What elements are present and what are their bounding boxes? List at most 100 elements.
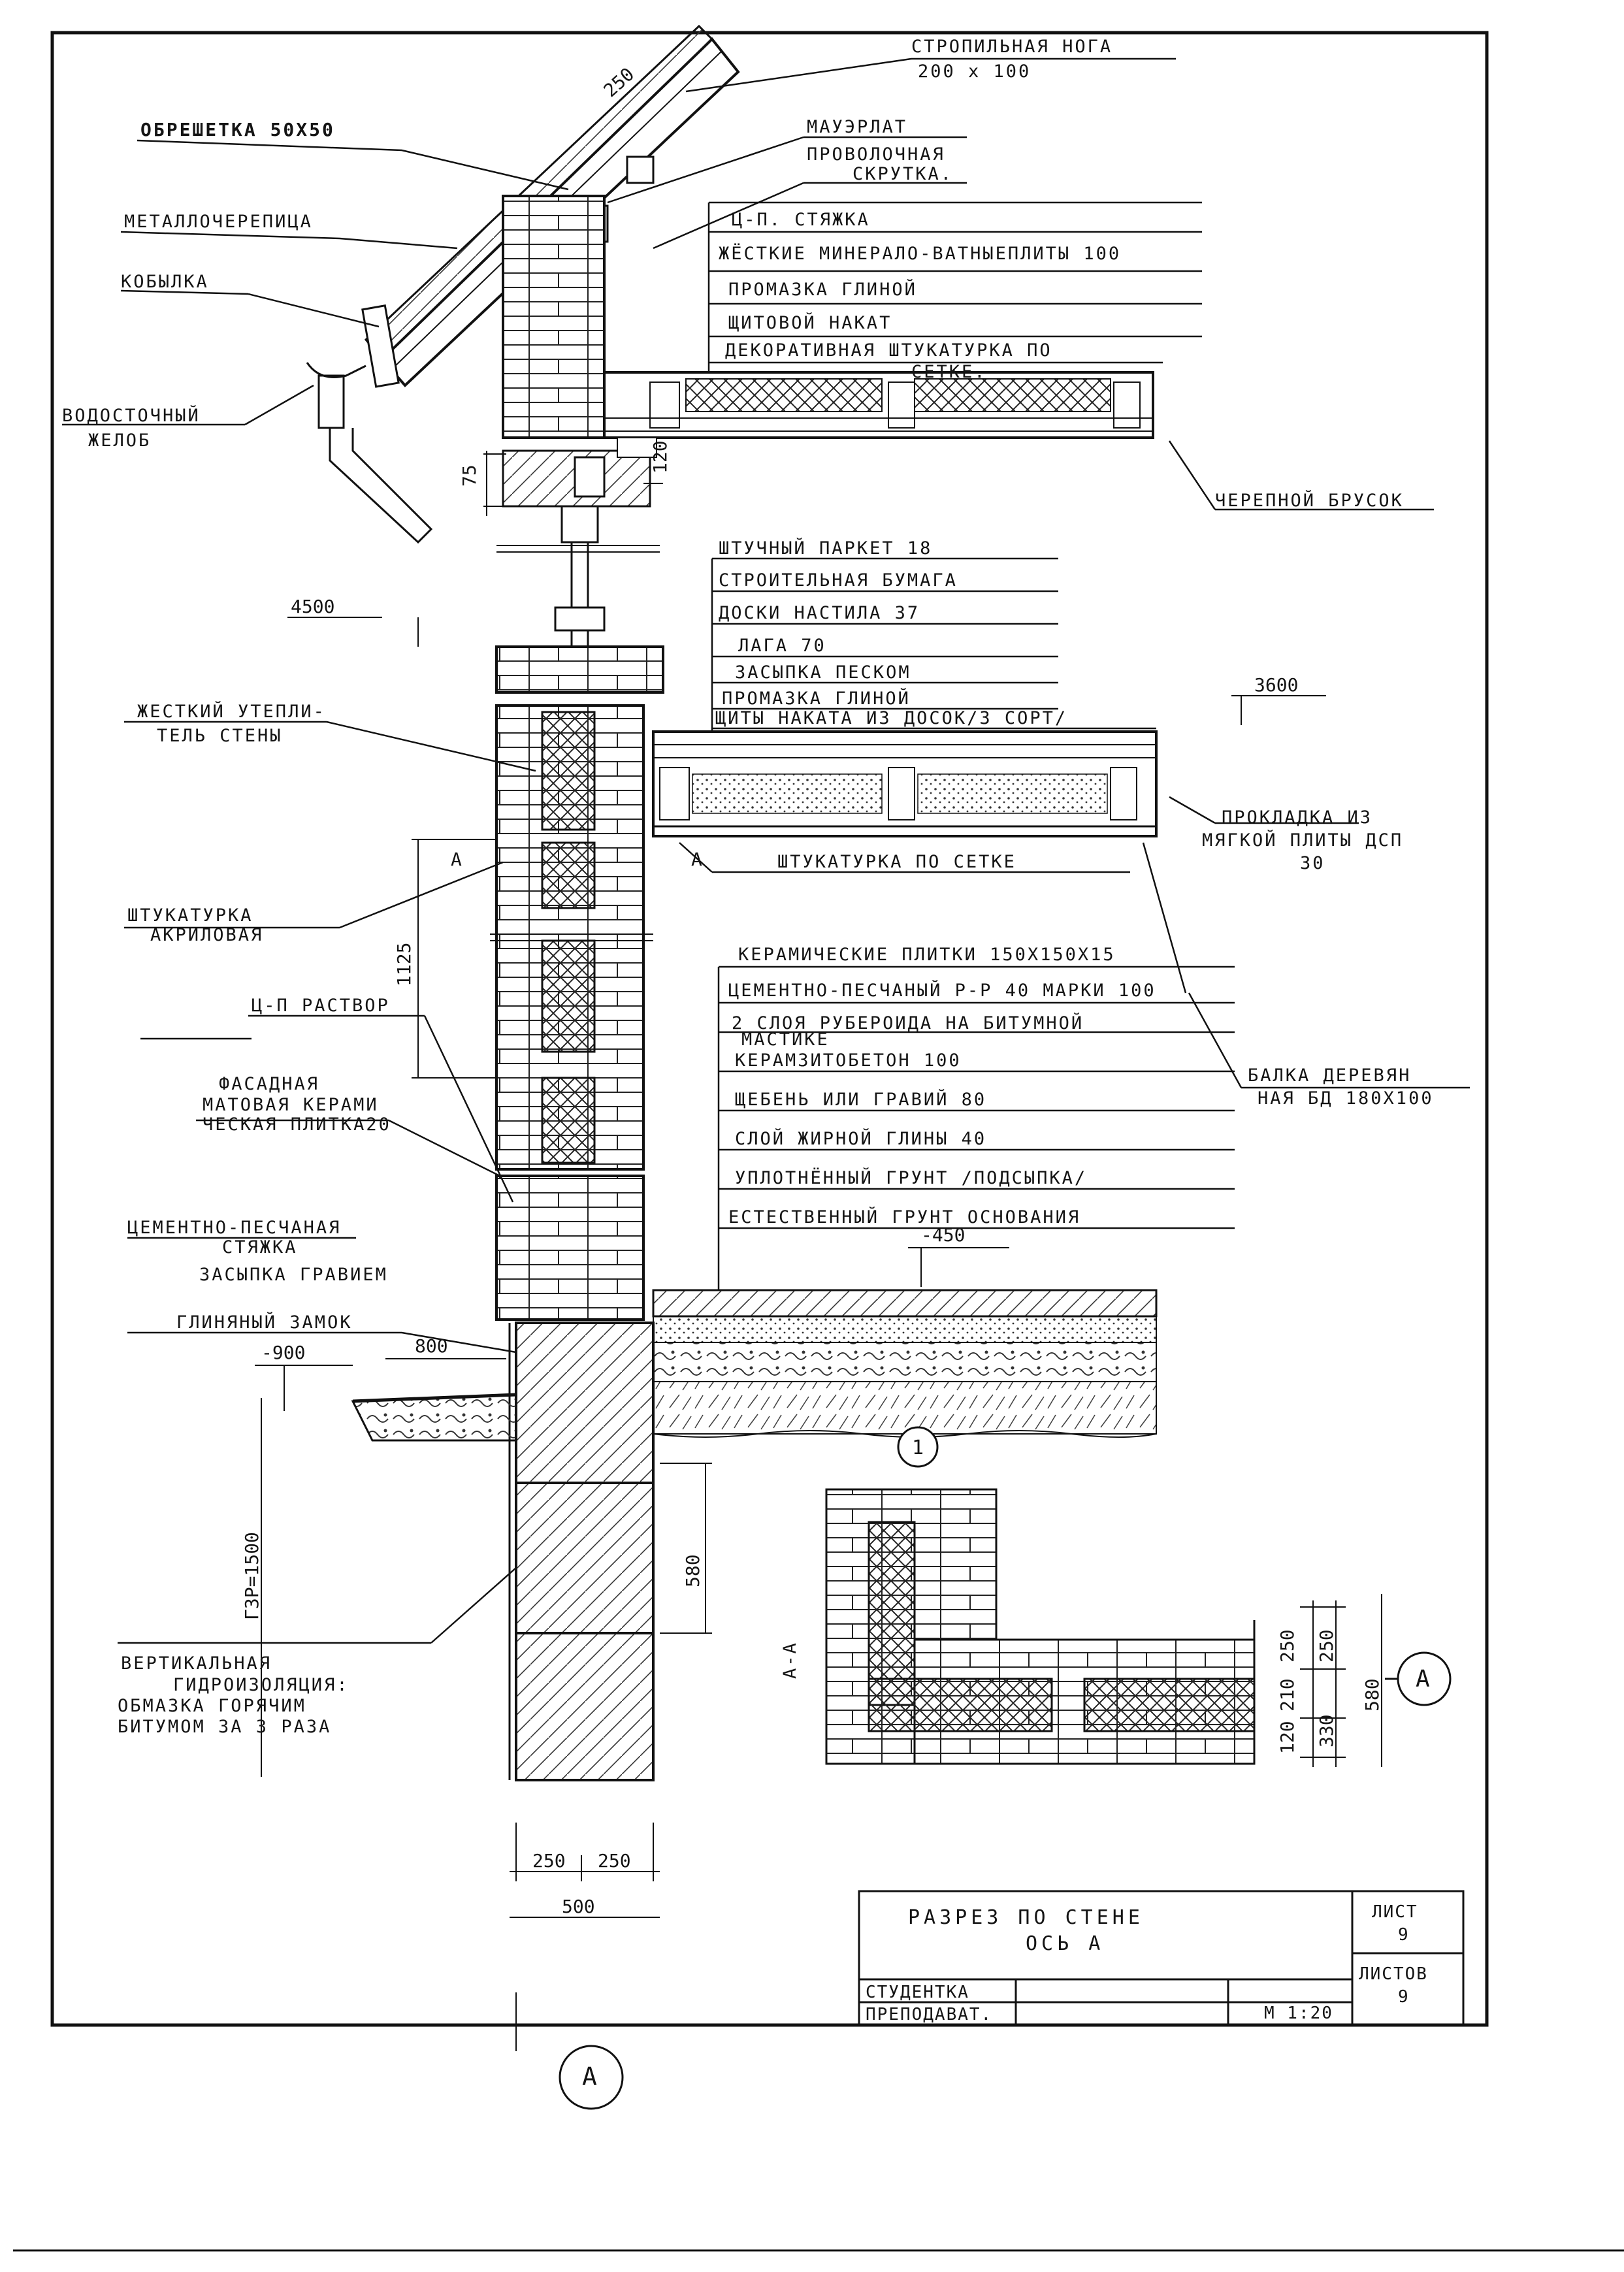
foundation — [351, 1322, 655, 1781]
intermediate-floor — [652, 730, 1158, 837]
floor-layer-2: СТРОИТЕЛЬНАЯ БУМАГА — [719, 570, 958, 591]
ground-layer-5: КЕРАМЗИТОБЕТОН 100 — [735, 1050, 962, 1071]
tb-sheets-value: 9 — [1398, 1987, 1410, 2007]
label-section-mark: А-А — [780, 1641, 800, 1679]
attic-floor — [603, 371, 1154, 458]
section-a-a-detail — [825, 1488, 1256, 1765]
tb-teacher: ПРЕПОДАВАТ. — [866, 2005, 992, 2024]
ground-layer-4: МАСТИКЕ — [741, 1030, 830, 1050]
tb-title-1: РАЗРЕЗ ПО СТЕНЕ — [908, 1906, 1144, 1929]
label-skrutka-2: СКРУТКА. — [853, 164, 953, 184]
label-facade-2: МАТОВАЯ КЕРАМИ — [203, 1095, 379, 1115]
section-cut-left: А — [451, 849, 462, 870]
floor-layer-4: ЛАГА 70 — [738, 636, 826, 656]
dimension-texts: 250 75 120 4500 3600 1125 -450 -900 800 … — [241, 63, 1383, 1917]
tb-sheets-label: ЛИСТОВ — [1359, 1964, 1428, 1984]
markers — [559, 1426, 1452, 2110]
label-cherepnoy: ЧЕРЕПНОЙ БРУСОК — [1215, 490, 1404, 511]
sec-dim-250-b: 250 — [1316, 1629, 1337, 1663]
brick-wall-upper — [496, 195, 660, 648]
label-glin-zamok: ГЛИНЯНЫЙ ЗАМОК — [176, 1312, 353, 1333]
tb-student: СТУДЕНТКА — [866, 1983, 969, 2002]
roof-layer-1: Ц-П. СТЯЖКА — [732, 210, 870, 230]
label-decor-plaster-1: ДЕКОРАТИВНАЯ ШТУКАТУРКА ПО — [725, 340, 1052, 361]
title-block — [858, 1890, 1465, 2026]
sec-dim-250-a: 250 — [1276, 1629, 1298, 1663]
sheet-frame — [13, 31, 1624, 2252]
label-kobylka: КОБЫЛКА — [121, 272, 209, 292]
section-cut-right: А — [691, 849, 702, 870]
label-decor-plaster-2: СЕТКЕ. — [911, 362, 987, 382]
sec-dim-330: 330 — [1316, 1714, 1337, 1747]
tb-scale: М 1:20 — [1264, 2004, 1333, 2023]
label-skrutka-1: ПРОВОЛОЧНАЯ — [807, 144, 945, 165]
wall-middle — [490, 645, 664, 1321]
label-metallocherepitsa: МЕТАЛЛОЧЕРЕПИЦА — [124, 212, 313, 232]
dim-250-b: 250 — [598, 1850, 631, 1872]
axis-marker-bottom — [559, 2045, 624, 2110]
elev-3600: 3600 — [1254, 674, 1298, 696]
label-vodostok-1: ВОДОСТОЧНЫЙ — [62, 405, 201, 426]
tb-title-2: ОСЬ А — [1026, 1932, 1104, 1955]
dim-gzp: ГЗР=1500 — [241, 1532, 263, 1620]
axis-marker-bottom-label: А — [582, 2062, 597, 2091]
label-vodostok-2: ЖЕЛОБ — [88, 430, 151, 451]
floor-layer-6: ПРОМАЗКА ГЛИНОЙ — [722, 688, 911, 709]
ground-layer-8: УПЛОТНЁННЫЙ ГРУНТ /ПОДСЫПКА/ — [735, 1167, 1087, 1188]
label-cp-styazhka-2: СТЯЖКА — [222, 1237, 298, 1258]
elev-m450: -450 — [921, 1224, 965, 1246]
label-plaster-acryl-2: АКРИЛОВАЯ — [150, 925, 263, 945]
label-stropilnaya-1: СТРОПИЛЬНАЯ НОГА — [911, 37, 1112, 57]
dim-75: 75 — [459, 464, 480, 487]
axis-marker-section-label: А — [1416, 1666, 1430, 1693]
label-plaster-acryl-1: ШТУКАТУРКА — [127, 905, 253, 926]
label-cp-rastvor: Ц-П РАСТВОР — [252, 996, 390, 1016]
dim-1125: 1125 — [393, 943, 415, 986]
ground-layer-1: КЕРАМИЧЕСКИЕ ПЛИТКИ 150Х150Х15 — [738, 945, 1116, 965]
ground-floor-slab — [652, 1289, 1158, 1438]
label-vert-hydro-4: БИТУМОМ ЗА 3 РАЗА — [118, 1717, 331, 1737]
label-insulation-2: ТЕЛЬ СТЕНЫ — [157, 726, 283, 746]
label-prokladka-1: ПРОКЛАДКА ИЗ — [1222, 807, 1372, 828]
dim-250-a: 250 — [532, 1850, 566, 1872]
label-vert-hydro-3: ОБМАЗКА ГОРЯЧИМ — [118, 1696, 306, 1716]
label-prokladka-3: 30 — [1300, 853, 1325, 873]
title-block-text: РАЗРЕЗ ПО СТЕНЕ ОСЬ А ЛИСТ 9 ЛИСТОВ 9 СТ… — [866, 1902, 1428, 2024]
text-labels: ОБРЕШЕТКА 50Х50 МЕТАЛЛОЧЕРЕПИЦА КОБЫЛКА … — [62, 37, 1434, 1737]
floor-layer-7: ЩИТЫ НАКАТА ИЗ ДОСОК/3 СОРТ/ — [715, 708, 1067, 728]
label-facade-1: ФАСАДНАЯ — [219, 1074, 319, 1094]
label-balka-1: БАЛКА ДЕРЕВЯН — [1248, 1065, 1411, 1086]
marker-texts: А А 1 — [582, 1436, 1430, 2091]
node-marker — [897, 1426, 939, 1468]
label-vert-hydro-1: ВЕРТИКАЛЬНАЯ — [121, 1653, 272, 1674]
floor-layer-5: ЗАСЫПКА ПЕСКОМ — [735, 662, 911, 683]
sec-dim-210: 210 — [1276, 1678, 1298, 1712]
dim-500: 500 — [562, 1896, 595, 1917]
ground-layer-9: ЕСТЕСТВЕННЫЙ ГРУНТ ОСНОВАНИЯ — [728, 1207, 1080, 1227]
dim-580: 580 — [682, 1554, 704, 1587]
floor-layer-3: ДОСКИ НАСТИЛА 37 — [719, 603, 920, 623]
roof-layer-3: ПРОМАЗКА ГЛИНОЙ — [728, 279, 917, 300]
dim-800: 800 — [415, 1335, 448, 1357]
label-facade-3: ЧЕСКАЯ ПЛИТКА20 — [203, 1114, 391, 1135]
label-cp-styazhka-1: ЦЕМЕНТНО-ПЕСЧАНАЯ — [127, 1218, 341, 1238]
label-obreshetka: ОБРЕШЕТКА 50Х50 — [140, 119, 335, 140]
label-zasypka-graviem: ЗАСЫПКА ГРАВИЕМ — [199, 1265, 388, 1285]
tb-sheet-label: ЛИСТ — [1372, 1902, 1418, 1922]
leader-lines — [62, 57, 1470, 1644]
dim-120: 120 — [649, 440, 671, 474]
label-prokladka-2: МЯГКОЙ ПЛИТЫ ДСП — [1202, 830, 1403, 851]
tb-sheet-value: 9 — [1398, 1925, 1410, 1945]
roof-layer-4: ЩИТОВОЙ НАКАТ — [728, 312, 892, 333]
label-balka-2: НАЯ БД 180Х100 — [1258, 1088, 1434, 1109]
elev-4500: 4500 — [291, 596, 334, 617]
ground-layer-6: ЩЕБЕНЬ ИЛИ ГРАВИЙ 80 — [735, 1089, 986, 1110]
ground-layer-2: ЦЕМЕНТНО-ПЕСЧАНЫЙ Р-Р 40 МАРКИ 100 — [728, 980, 1156, 1001]
ground-layer-3: 2 СЛОЯ РУБЕРОИДА НА БИТУМНОЙ — [732, 1013, 1084, 1033]
label-mauerlat: МАУЭРЛАТ — [807, 117, 907, 137]
label-vert-hydro-2: ГИДРОИЗОЛЯЦИЯ: — [173, 1675, 349, 1695]
label-insulation-1: ЖЕСТКИЙ УТЕПЛИ- — [137, 701, 326, 722]
dimension-lines — [255, 437, 1382, 2051]
